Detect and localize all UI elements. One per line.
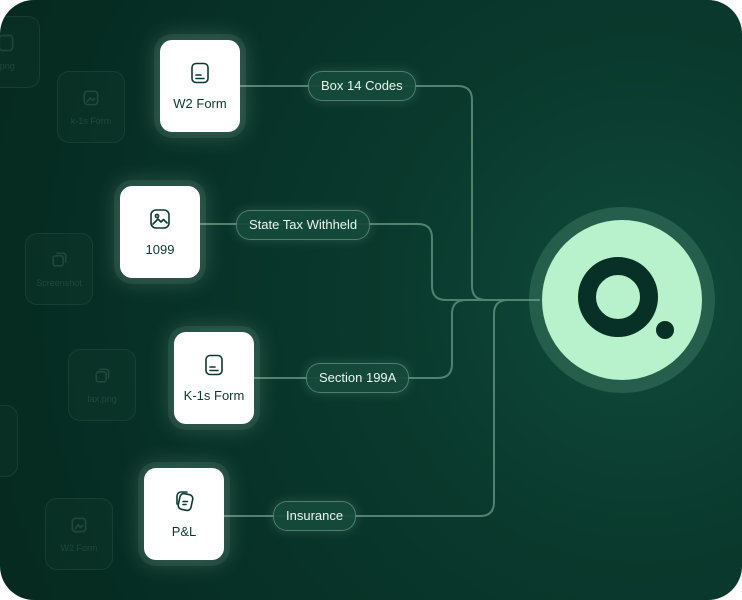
- connector-k1: [254, 299, 540, 379]
- field-label-state-tax-withheld: State Tax Withheld: [236, 210, 371, 240]
- image-icon: [83, 90, 99, 106]
- source-card-w2-form[interactable]: W2 Form: [160, 40, 240, 132]
- field-label-section-199a: Section 199A: [306, 363, 410, 393]
- connector-pl: [224, 299, 540, 517]
- document-icon: [205, 354, 223, 376]
- source-card-label: K-1s Form: [183, 388, 245, 403]
- background-file-label: k-1s Form: [70, 116, 112, 126]
- field-label-box-14-codes: Box 14 Codes: [308, 71, 416, 101]
- file-icon: [0, 34, 14, 52]
- logo-icon: [578, 257, 674, 339]
- background-file: W2 Form: [45, 498, 113, 570]
- background-file: fax.png: [68, 349, 136, 421]
- background-file-label: fax.png: [87, 394, 117, 404]
- background-file-label: W2 Form: [60, 543, 98, 553]
- background-file: [0, 405, 18, 477]
- stack-icon: [52, 252, 67, 267]
- background-file: k-1s Form: [57, 71, 125, 143]
- source-card-label: 1099: [145, 242, 175, 257]
- background-file: Screenshot: [25, 233, 93, 305]
- source-card-label: P&L: [171, 524, 197, 539]
- receipt-stack-icon: [176, 491, 194, 512]
- document-icon: [191, 62, 209, 84]
- background-file-label: .png: [0, 61, 15, 71]
- source-card-1099[interactable]: 1099: [120, 186, 200, 278]
- source-card-label: W2 Form: [173, 96, 227, 111]
- source-card-k1s-form[interactable]: K-1s Form: [174, 332, 254, 424]
- background-file-label: Screenshot: [36, 278, 82, 288]
- image-icon: [150, 209, 170, 229]
- background-file: .png: [0, 16, 40, 88]
- image-icon: [71, 517, 87, 533]
- stack-icon: [95, 368, 110, 383]
- connector-1099: [200, 223, 540, 301]
- hub-circle: [542, 220, 702, 380]
- field-label-insurance: Insurance: [273, 501, 357, 531]
- connector-w2: [240, 85, 540, 301]
- source-card-pl[interactable]: P&L: [144, 468, 224, 560]
